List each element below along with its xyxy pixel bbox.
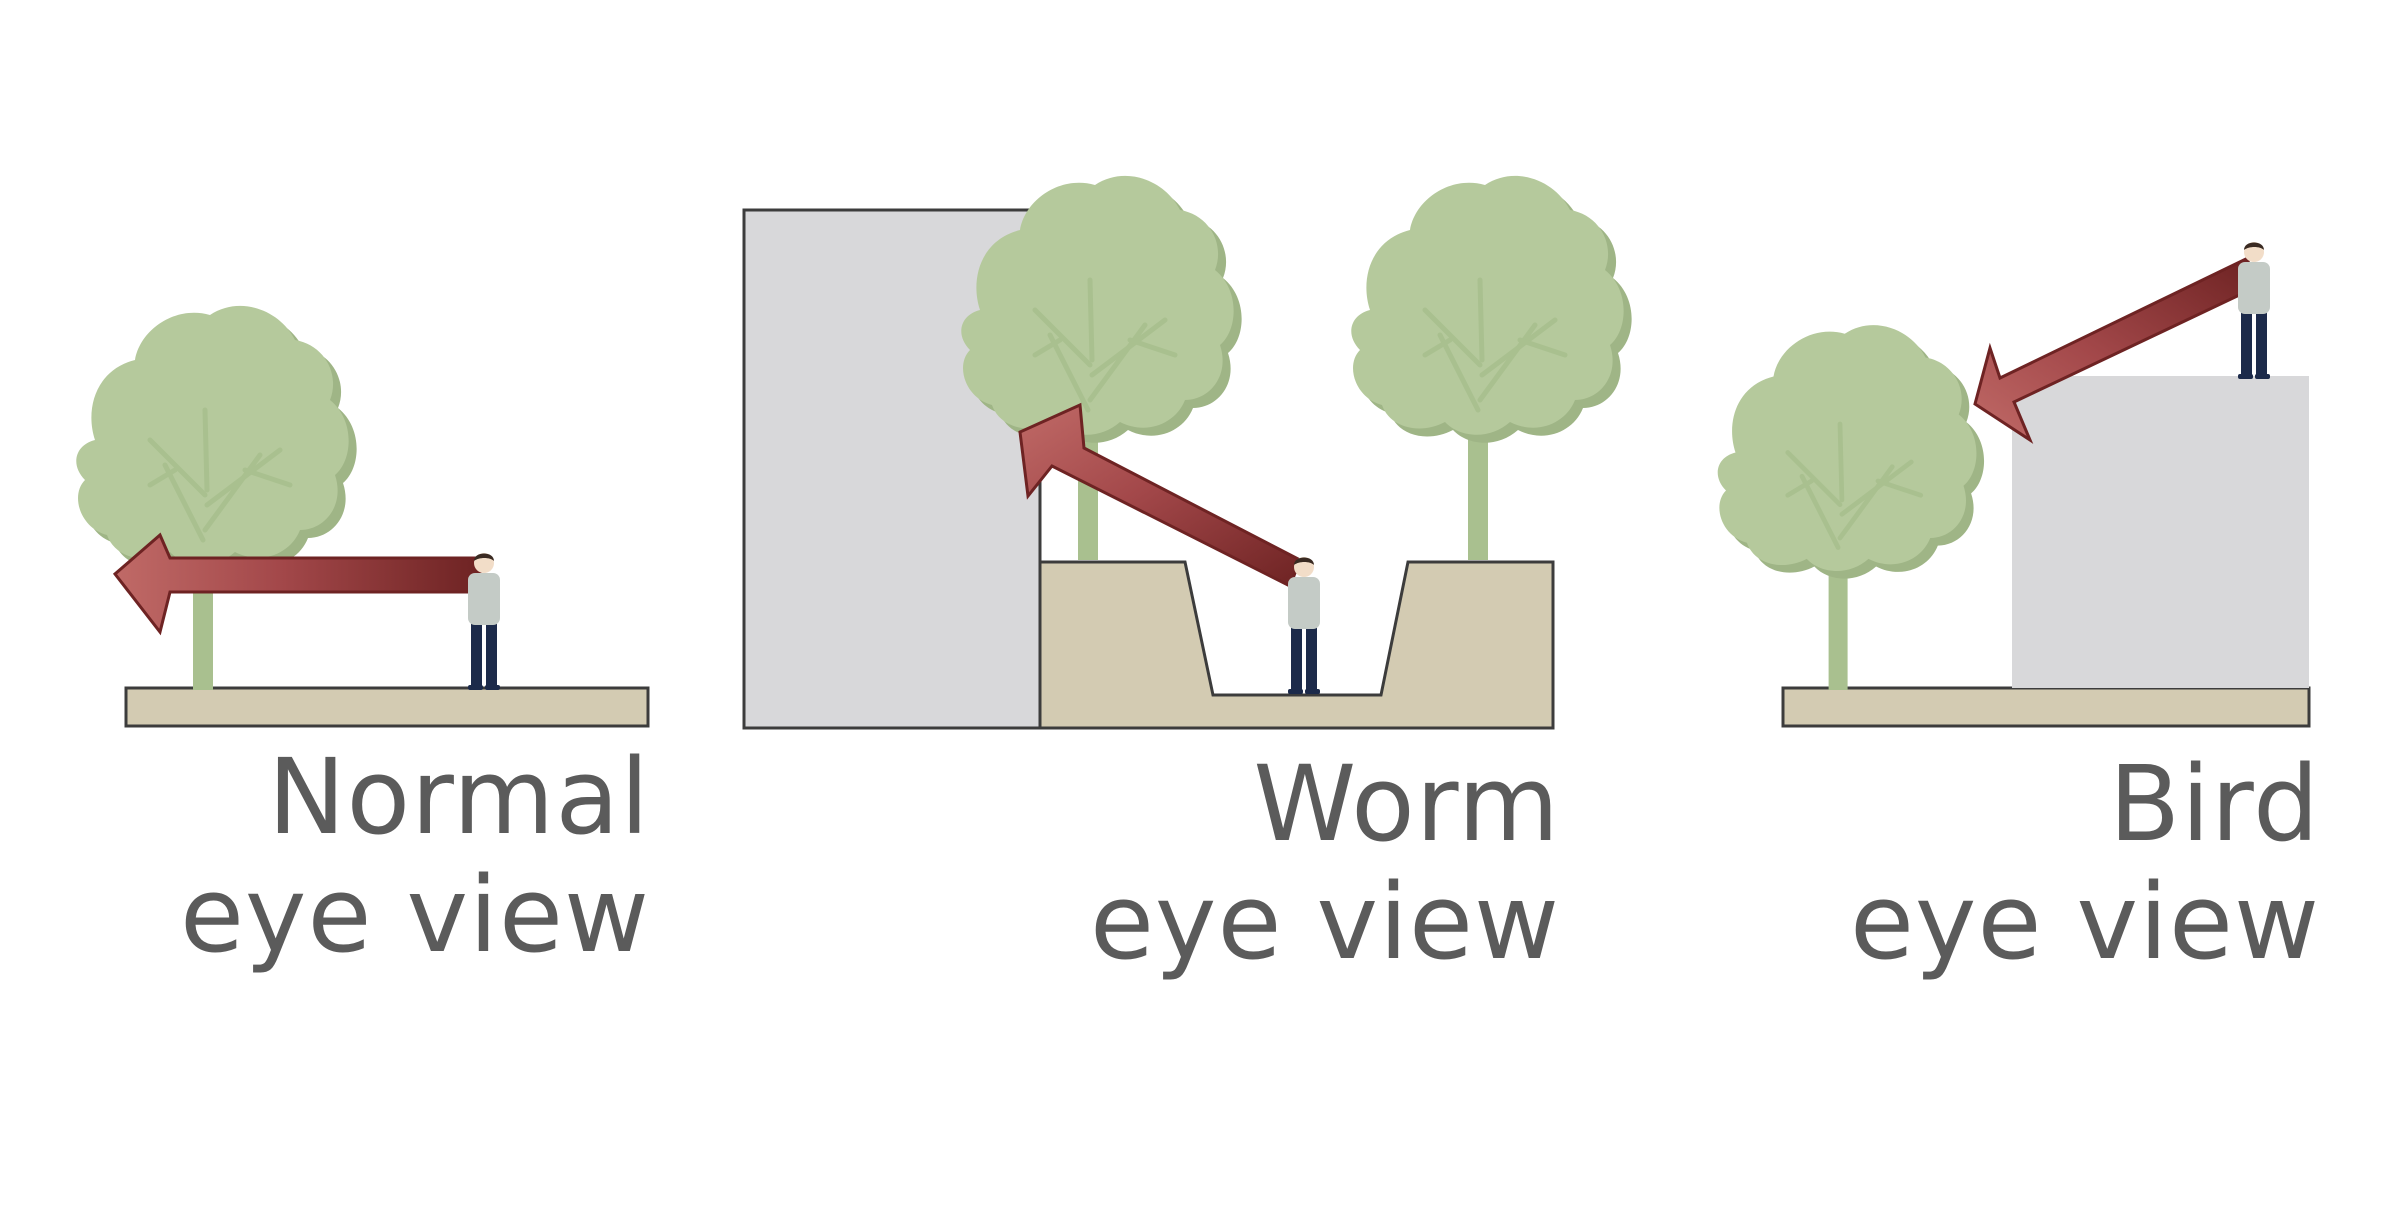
tree	[1718, 325, 1984, 690]
person	[2238, 242, 2270, 379]
person	[468, 553, 500, 690]
sight-arrow	[112, 532, 482, 636]
worm-eye-view-panel	[742, 176, 1632, 730]
caption-line-1: Worm	[1253, 743, 1560, 865]
trench-ground	[1038, 560, 1555, 730]
person	[1288, 557, 1320, 694]
caption-line-1: Bird	[2108, 743, 2320, 865]
ground-slab	[124, 686, 650, 728]
tree	[76, 306, 356, 690]
normal-eye-view-caption: Normal eye view	[160, 738, 650, 974]
sight-arrow	[1018, 402, 1302, 589]
ground-slab	[1781, 686, 2311, 728]
normal-eye-view-panel	[76, 306, 650, 728]
bird-eye-view-panel	[1718, 242, 2311, 728]
caption-line-2: eye view	[1089, 861, 1560, 983]
caption-line-2: eye view	[179, 854, 650, 976]
worm-eye-view-caption: Worm eye view	[1060, 745, 1560, 981]
caption-line-2: eye view	[1849, 861, 2320, 983]
building-block	[2012, 376, 2309, 688]
bird-eye-view-caption: Bird eye view	[1820, 745, 2320, 981]
caption-line-1: Normal	[267, 736, 650, 858]
tree	[1351, 176, 1631, 560]
sight-arrow	[1973, 255, 2252, 444]
